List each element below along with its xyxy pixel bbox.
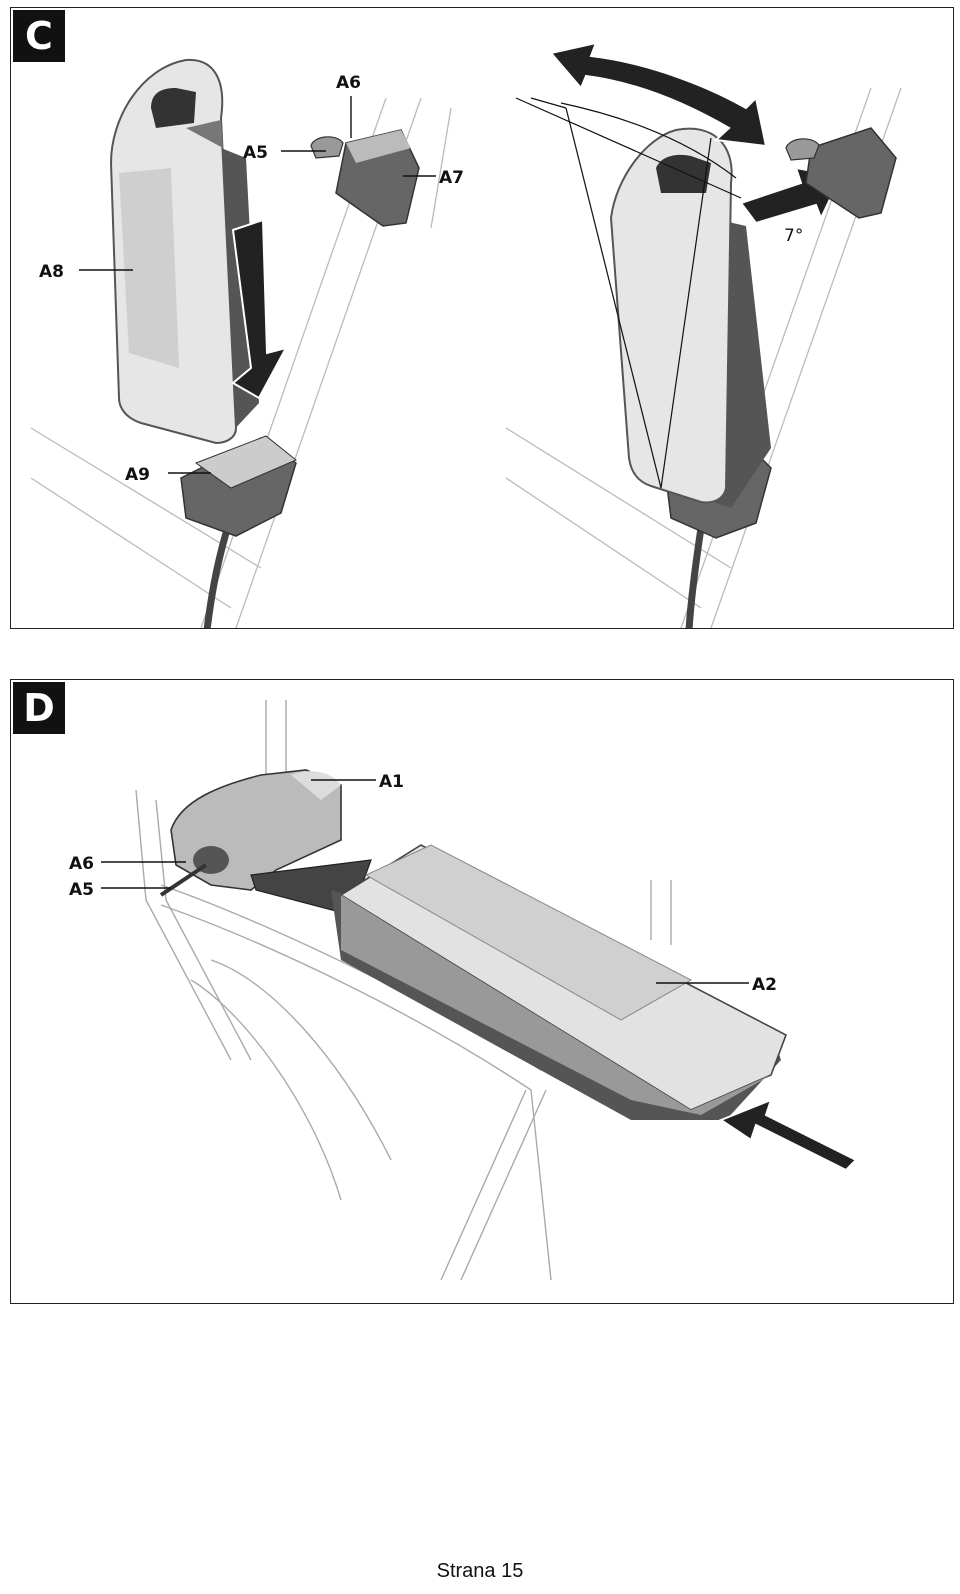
upper-lock — [310, 129, 420, 227]
luggage-rack — [135, 700, 672, 1281]
angle-indicator — [515, 97, 742, 489]
figure-c-badge: C — [13, 10, 65, 62]
label-a1: A1 — [379, 772, 404, 792]
push-arrow-d — [718, 1098, 858, 1172]
label-a5: A5 — [69, 880, 94, 900]
figure-c-illustration: A5 A6 A7 A8 A9 — [30, 41, 902, 628]
rack-lock — [159, 769, 342, 897]
label-a6: A6 — [69, 854, 94, 874]
figure-d-panel: D — [10, 679, 954, 1304]
label-a5: A5 — [243, 143, 268, 163]
battery-pack-tilted — [609, 127, 771, 508]
rack-battery — [331, 844, 787, 1120]
page-footer: Strana 15 — [436, 1560, 524, 1582]
lower-holder — [180, 435, 297, 537]
cable-right — [685, 527, 705, 628]
cable — [203, 532, 230, 628]
label-a8: A8 — [39, 262, 64, 282]
insert-down-arrow — [231, 218, 288, 400]
rotation-arrow — [549, 41, 768, 148]
angle-label: 7° — [784, 226, 803, 246]
label-a6: A6 — [336, 73, 361, 93]
label-a9: A9 — [125, 465, 150, 485]
figure-d-illustration: A1 A6 A5 A2 — [69, 700, 858, 1281]
figure-d-badge: D — [13, 682, 65, 734]
upper-lock-right — [785, 127, 897, 219]
figure-c-panel: C — [10, 7, 954, 629]
label-a7: A7 — [439, 168, 464, 188]
label-a2: A2 — [752, 975, 777, 995]
